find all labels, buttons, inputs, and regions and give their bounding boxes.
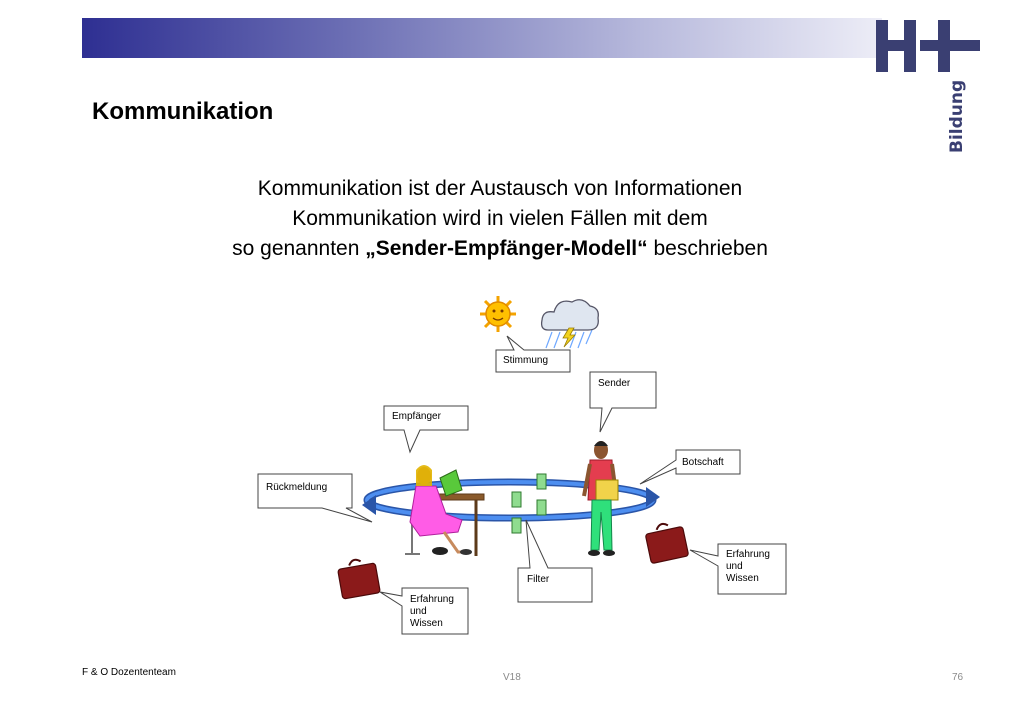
erfahrung-right-line3: Wissen: [726, 573, 759, 584]
intro-line-1: Kommunikation ist der Austausch von Info…: [257, 177, 743, 200]
suitcase-right-icon: [645, 522, 689, 564]
erfahrung-left-line3: Wissen: [410, 618, 443, 629]
filter-blocks: [511, 473, 547, 534]
model-name: „Sender-Empfänger-Modell“: [365, 237, 648, 260]
empfaenger-label: Empfänger: [392, 411, 442, 422]
filter-label: Filter: [527, 574, 550, 585]
sender-callout: Sender: [589, 371, 657, 433]
receiver-person-figure: [405, 465, 485, 556]
filter-callout: Filter: [517, 519, 593, 603]
erfahrung-left-callout: Erfahrung und Wissen: [379, 587, 469, 635]
communication-loop-arrow: [362, 478, 660, 522]
erfahrung-right-callout: Erfahrung und Wissen: [689, 543, 787, 595]
intro-line-3-post: beschrieben: [647, 237, 768, 260]
erfahrung-right-line2: und: [726, 561, 743, 572]
sender-person-figure: [582, 441, 619, 556]
erfahrung-right-line1: Erfahrung: [726, 549, 770, 560]
intro-text: Kommunikation ist der Austausch von Info…: [120, 174, 880, 264]
intro-line-3: so genannten „Sender-Empfänger-Modell“ b…: [120, 234, 880, 264]
footer-version: V18: [503, 672, 521, 683]
intro-line-3-pre: so genannten: [232, 237, 366, 260]
header-gradient-banner: [82, 18, 882, 58]
footer-page-number: 76: [952, 672, 964, 683]
empfaenger-callout: Empfänger: [383, 405, 469, 454]
suitcase-left-icon: [337, 558, 381, 600]
intro-line-2: Kommunikation wird in vielen Fällen mit …: [292, 207, 708, 230]
rueckmeldung-label: Rückmeldung: [266, 482, 327, 493]
page-title: Kommunikation: [92, 98, 274, 125]
stimmung-label: Stimmung: [503, 355, 548, 366]
stimmung-callout: Stimmung: [495, 335, 571, 373]
erfahrung-left-line1: Erfahrung: [410, 594, 454, 605]
sun-icon: [480, 296, 516, 332]
logo-subtext: Bildung: [947, 80, 967, 153]
erfahrung-left-line2: und: [410, 606, 427, 617]
footer-author: F & O Dozententeam: [82, 667, 176, 678]
sender-receiver-diagram: Stimmung Sender Empfänger Botschaft Rück…: [257, 296, 787, 635]
rueckmeldung-callout: Rückmeldung: [257, 473, 373, 523]
botschaft-label: Botschaft: [682, 457, 724, 468]
sender-label: Sender: [598, 378, 631, 389]
hplus-bildung-logo: Bildung: [876, 20, 980, 153]
rain-cloud-icon: [540, 299, 599, 349]
botschaft-callout: Botschaft: [639, 449, 741, 485]
